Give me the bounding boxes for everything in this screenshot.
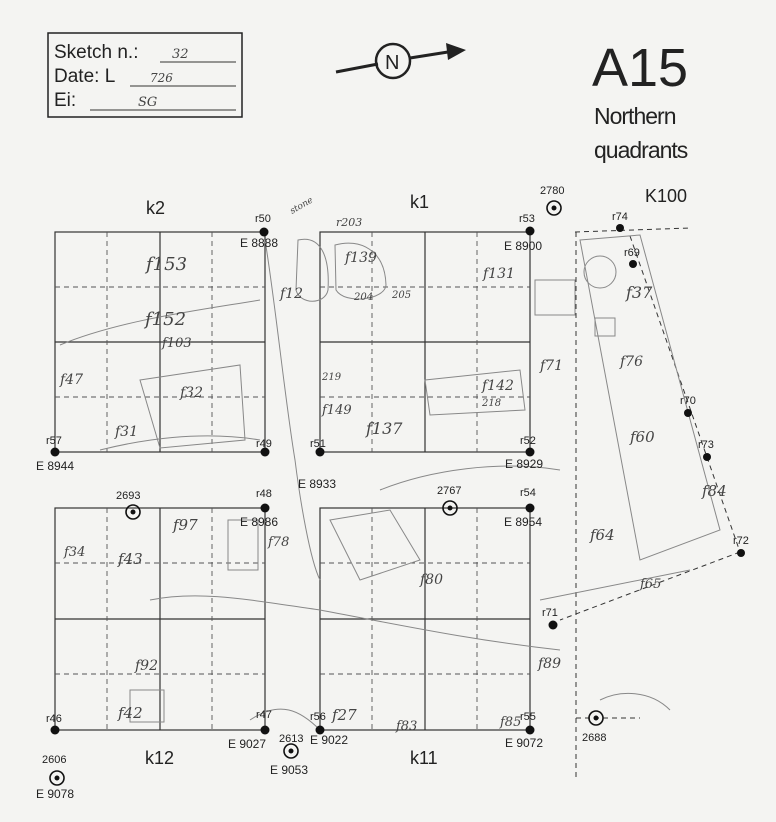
point-r47: r47 [256,709,272,721]
feature-f149: f149 [321,403,352,418]
benchmark-2688: 2688 [582,732,606,744]
elevation-8986: E 8986 [240,515,278,529]
feature-f31: f31 [114,424,138,440]
feature-f32: f32 [179,385,203,401]
feature-f103: f103 [161,336,192,351]
feature-f153: f153 [144,254,187,275]
page-title: A15 [592,38,688,98]
ei-label: Ei: [54,90,76,111]
grid-squares [54,231,531,731]
elevation-9053: E 9053 [270,763,308,777]
feature-219: 219 [321,372,342,383]
feature-f83: f83 [395,719,417,734]
feature-f78: f78 [267,535,289,550]
elevation-8900: E 8900 [504,239,542,253]
benchmark-2606: 2606 [42,754,66,766]
point-r55: r55 [520,711,536,723]
elevation-8933: E 8933 [298,477,336,491]
quadrant-label-k100: K100 [645,186,687,206]
feature-f137: f137 [365,419,403,438]
subtitle-quadrants: quadrants [594,137,688,163]
subtitle-northern: Northern [594,103,676,129]
sketch-number-value: 32 [172,47,189,62]
elevation-8944: E 8944 [36,459,74,473]
point-r51: r51 [310,438,326,450]
feature-f65: f65 [639,577,661,592]
feature-f34: f34 [63,545,85,560]
grid-subdivisions [55,232,530,730]
quadrant-label-k11: k11 [410,748,438,768]
elevation-8929: E 8929 [505,457,543,471]
pencil-features [59,234,721,731]
benchmark-2780: 2780 [540,185,564,197]
elevation-9027: E 9027 [228,737,266,751]
elevation-9072: E 9072 [505,736,543,750]
elevation-8954: E 8954 [504,515,542,529]
point-r70: r70 [680,395,696,407]
feature-r203: r203 [336,216,362,229]
date-value: 726 [150,71,173,85]
ei-value: SG [138,95,157,110]
feature-f12: f12 [279,286,303,302]
feature-f89: f89 [537,656,561,672]
feature-f47: f47 [59,372,83,388]
feature-f43: f43 [117,550,143,568]
point-r52: r52 [520,435,536,447]
elevation-8888: E 8888 [240,236,278,250]
point-r74: r74 [612,211,628,223]
feature-f92: f92 [134,658,158,674]
feature-f27: f27 [331,706,357,724]
quadrant-label-k12: k12 [145,748,174,768]
date-label: Date: L [54,66,115,87]
elevation-9022: E 9022 [310,733,348,747]
feature-205: 205 [391,290,411,301]
point-r49: r49 [256,438,272,450]
feature-stone-note: stone [289,196,315,217]
feature-f85: f85 [499,715,521,730]
feature-218: 218 [481,398,501,409]
feature-f42: f42 [117,704,143,722]
point-r50: r50 [255,213,271,225]
north-label: N [385,52,399,74]
reference-point-dots [50,224,745,735]
feature-f60: f60 [629,428,655,446]
feature-f139: f139 [344,250,377,266]
feature-f131: f131 [482,266,515,282]
point-r73: r73 [698,439,714,451]
k100-outline [559,227,741,780]
point-r71: r71 [542,607,558,619]
feature-f152: f152 [143,309,186,330]
feature-f64: f64 [589,526,615,544]
point-r53: r53 [519,213,535,225]
north-arrow-icon [335,42,466,80]
feature-f76: f76 [619,354,643,370]
point-r57: r57 [46,435,62,447]
feature-f37: f37 [625,283,653,302]
point-r54: r54 [520,487,536,499]
feature-f97: f97 [172,516,198,534]
feature-204: 204 [353,292,373,303]
elevation-9078: E 9078 [36,787,74,801]
sketch-number-label: Sketch n.: [54,42,139,63]
benchmark-2613: 2613 [279,733,303,745]
quadrant-label-k1: k1 [410,192,429,212]
benchmark-2693: 2693 [116,490,140,502]
sketch-header-box [47,32,243,118]
feature-f142: f142 [481,378,514,394]
feature-f84: f84 [701,482,727,500]
point-r69: r69 [624,247,640,259]
point-r46: r46 [46,713,62,725]
point-r72: r72 [733,535,749,547]
benchmark-icons [49,200,604,786]
benchmark-2767: 2767 [437,485,461,497]
feature-f80: f80 [419,572,443,588]
point-r56: r56 [310,711,326,723]
point-r48: r48 [256,488,272,500]
feature-f71: f71 [539,358,563,374]
quadrant-label-k2: k2 [146,198,165,218]
